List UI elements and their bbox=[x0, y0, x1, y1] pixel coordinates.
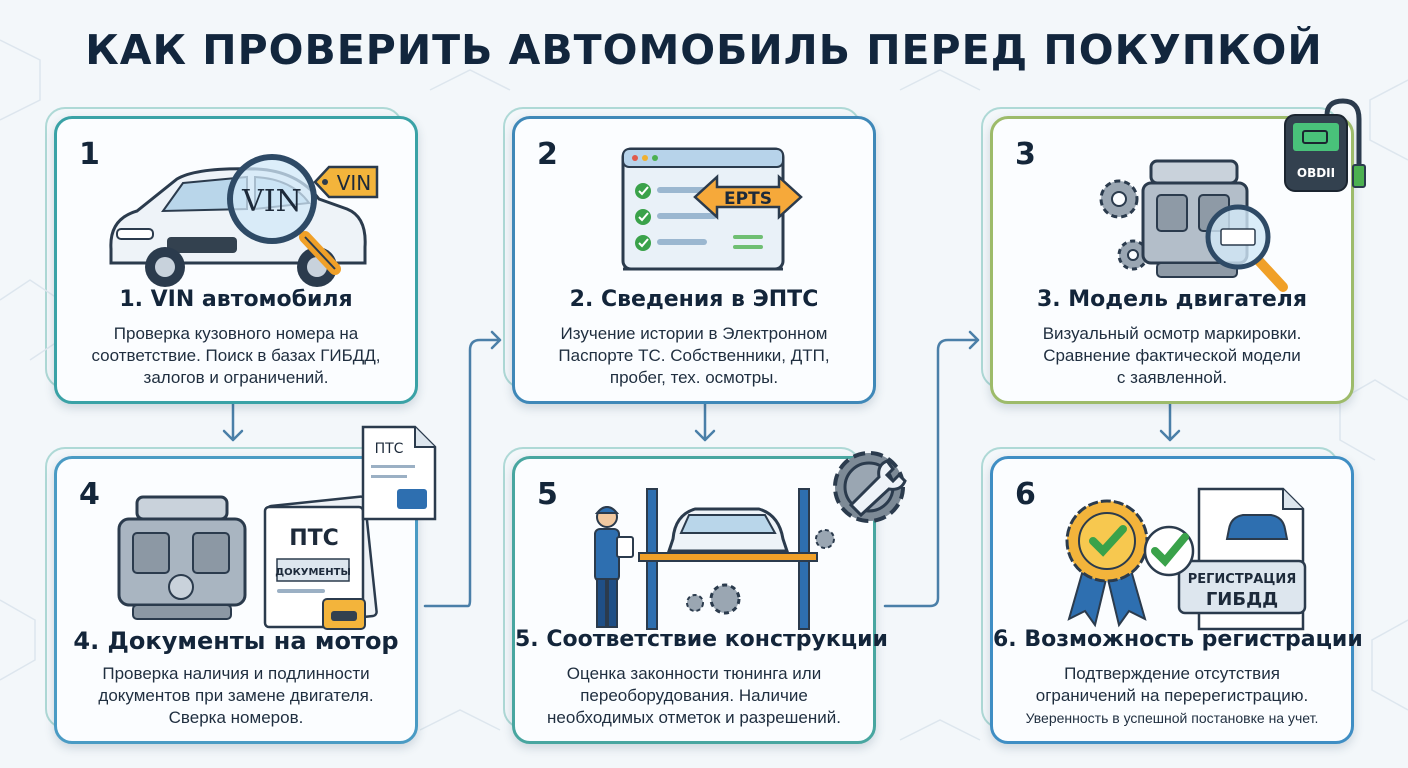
step-number: 4 bbox=[79, 477, 100, 512]
engine-docs-illustration: ПТС ДОКУМЕНТЫ bbox=[117, 495, 378, 630]
car-lift-illustration bbox=[594, 488, 835, 630]
car-vin-illustration: VIN VIN bbox=[109, 154, 379, 287]
engine-illustration bbox=[1099, 159, 1288, 292]
step-card-engine-model: 3 OBDII 3. Модель двигателя Визуальн bbox=[981, 98, 1366, 404]
step-number: 3 bbox=[1015, 137, 1036, 172]
step-title: 6. Возможность регистрации bbox=[993, 627, 1363, 652]
document-icon: ПТС bbox=[361, 425, 437, 521]
arrow-label: EPTS bbox=[724, 189, 772, 209]
step-description: Подтверждение отсутствия ограничений на … bbox=[1025, 664, 1319, 726]
tag-label: VIN bbox=[337, 171, 372, 195]
step-description: Проверка кузовного номера на соответстви… bbox=[91, 324, 381, 387]
engine-icon bbox=[117, 495, 247, 620]
checklist-icon bbox=[635, 183, 763, 251]
scanner-label: OBDII bbox=[1297, 166, 1335, 180]
gear-icon bbox=[1099, 179, 1149, 271]
step-card-engine-documents: 4 ПТС ДОКУМЕНТЫ ПТС 4. Документы на мото… bbox=[45, 425, 437, 744]
doc-top-label: ПТС bbox=[375, 441, 404, 457]
step-title: 5. Соответствие конструкции bbox=[515, 627, 888, 652]
step-description: Проверка наличия и подлинности документо… bbox=[98, 664, 374, 727]
page-title: КАК ПРОВЕРИТЬ АВТОМОБИЛЬ ПЕРЕД ПОКУПКОЙ bbox=[85, 26, 1323, 74]
step-description: Изучение истории в Электронном Паспорте … bbox=[558, 324, 830, 387]
mechanic-icon bbox=[594, 506, 634, 628]
step-number: 5 bbox=[537, 477, 558, 512]
step-card-registration: 6 РЕГИСТРАЦИЯ ГИБДД 6. Возможность регис… bbox=[981, 447, 1363, 744]
step-title: 1. VIN автомобиля bbox=[119, 287, 353, 312]
step-number: 6 bbox=[1015, 477, 1036, 512]
doc-sub-label: ДОКУМЕНТЫ bbox=[275, 567, 351, 578]
magnifier-label: VIN bbox=[241, 184, 302, 219]
award-badge-icon bbox=[1065, 499, 1149, 628]
magnifier-icon: VIN bbox=[227, 154, 341, 275]
step-card-epts: 2 EPTS 2. Сведения в ЭПТС Изучение истор… bbox=[503, 107, 876, 404]
obd-scanner-icon: OBDII bbox=[1284, 98, 1366, 192]
sign-line1: РЕГИСТРАЦИЯ bbox=[1188, 572, 1297, 587]
step-number: 2 bbox=[537, 137, 558, 172]
epts-illustration: EPTS bbox=[621, 147, 803, 271]
monitor-icon bbox=[621, 147, 785, 271]
check-icon bbox=[1143, 525, 1195, 577]
car-lift-icon bbox=[638, 488, 835, 630]
wrench-gear-icon bbox=[833, 451, 907, 523]
magnifier-icon bbox=[1205, 204, 1288, 292]
registration-illustration: РЕГИСТРАЦИЯ ГИБДД bbox=[1065, 487, 1307, 631]
tag-icon: VIN bbox=[313, 165, 379, 199]
step-card-vin: 1 VIN VIN 1. VIN автомобиля Проверка куз… bbox=[45, 107, 418, 404]
sign-line2: ГИБДД bbox=[1206, 589, 1278, 610]
step-description: Оценка законности тюнинга или переоборуд… bbox=[547, 664, 841, 727]
double-arrow-icon: EPTS bbox=[693, 174, 803, 220]
document-icon: ПТС ДОКУМЕНТЫ bbox=[263, 495, 378, 630]
step-title: 4. Документы на мотор bbox=[73, 627, 399, 655]
step-title: 2. Сведения в ЭПТС bbox=[569, 287, 819, 312]
doc-main-label: ПТС bbox=[289, 526, 339, 551]
step-number: 1 bbox=[79, 137, 100, 172]
step-card-construction: 5 5. Соответствие конструкции Оценка зак… bbox=[503, 447, 907, 744]
step-description: Визуальный осмотр маркировки. Сравнение … bbox=[1042, 324, 1302, 387]
step-title: 3. Модель двигателя bbox=[1036, 287, 1308, 312]
registration-document-icon: РЕГИСТРАЦИЯ ГИБДД bbox=[1177, 487, 1307, 631]
